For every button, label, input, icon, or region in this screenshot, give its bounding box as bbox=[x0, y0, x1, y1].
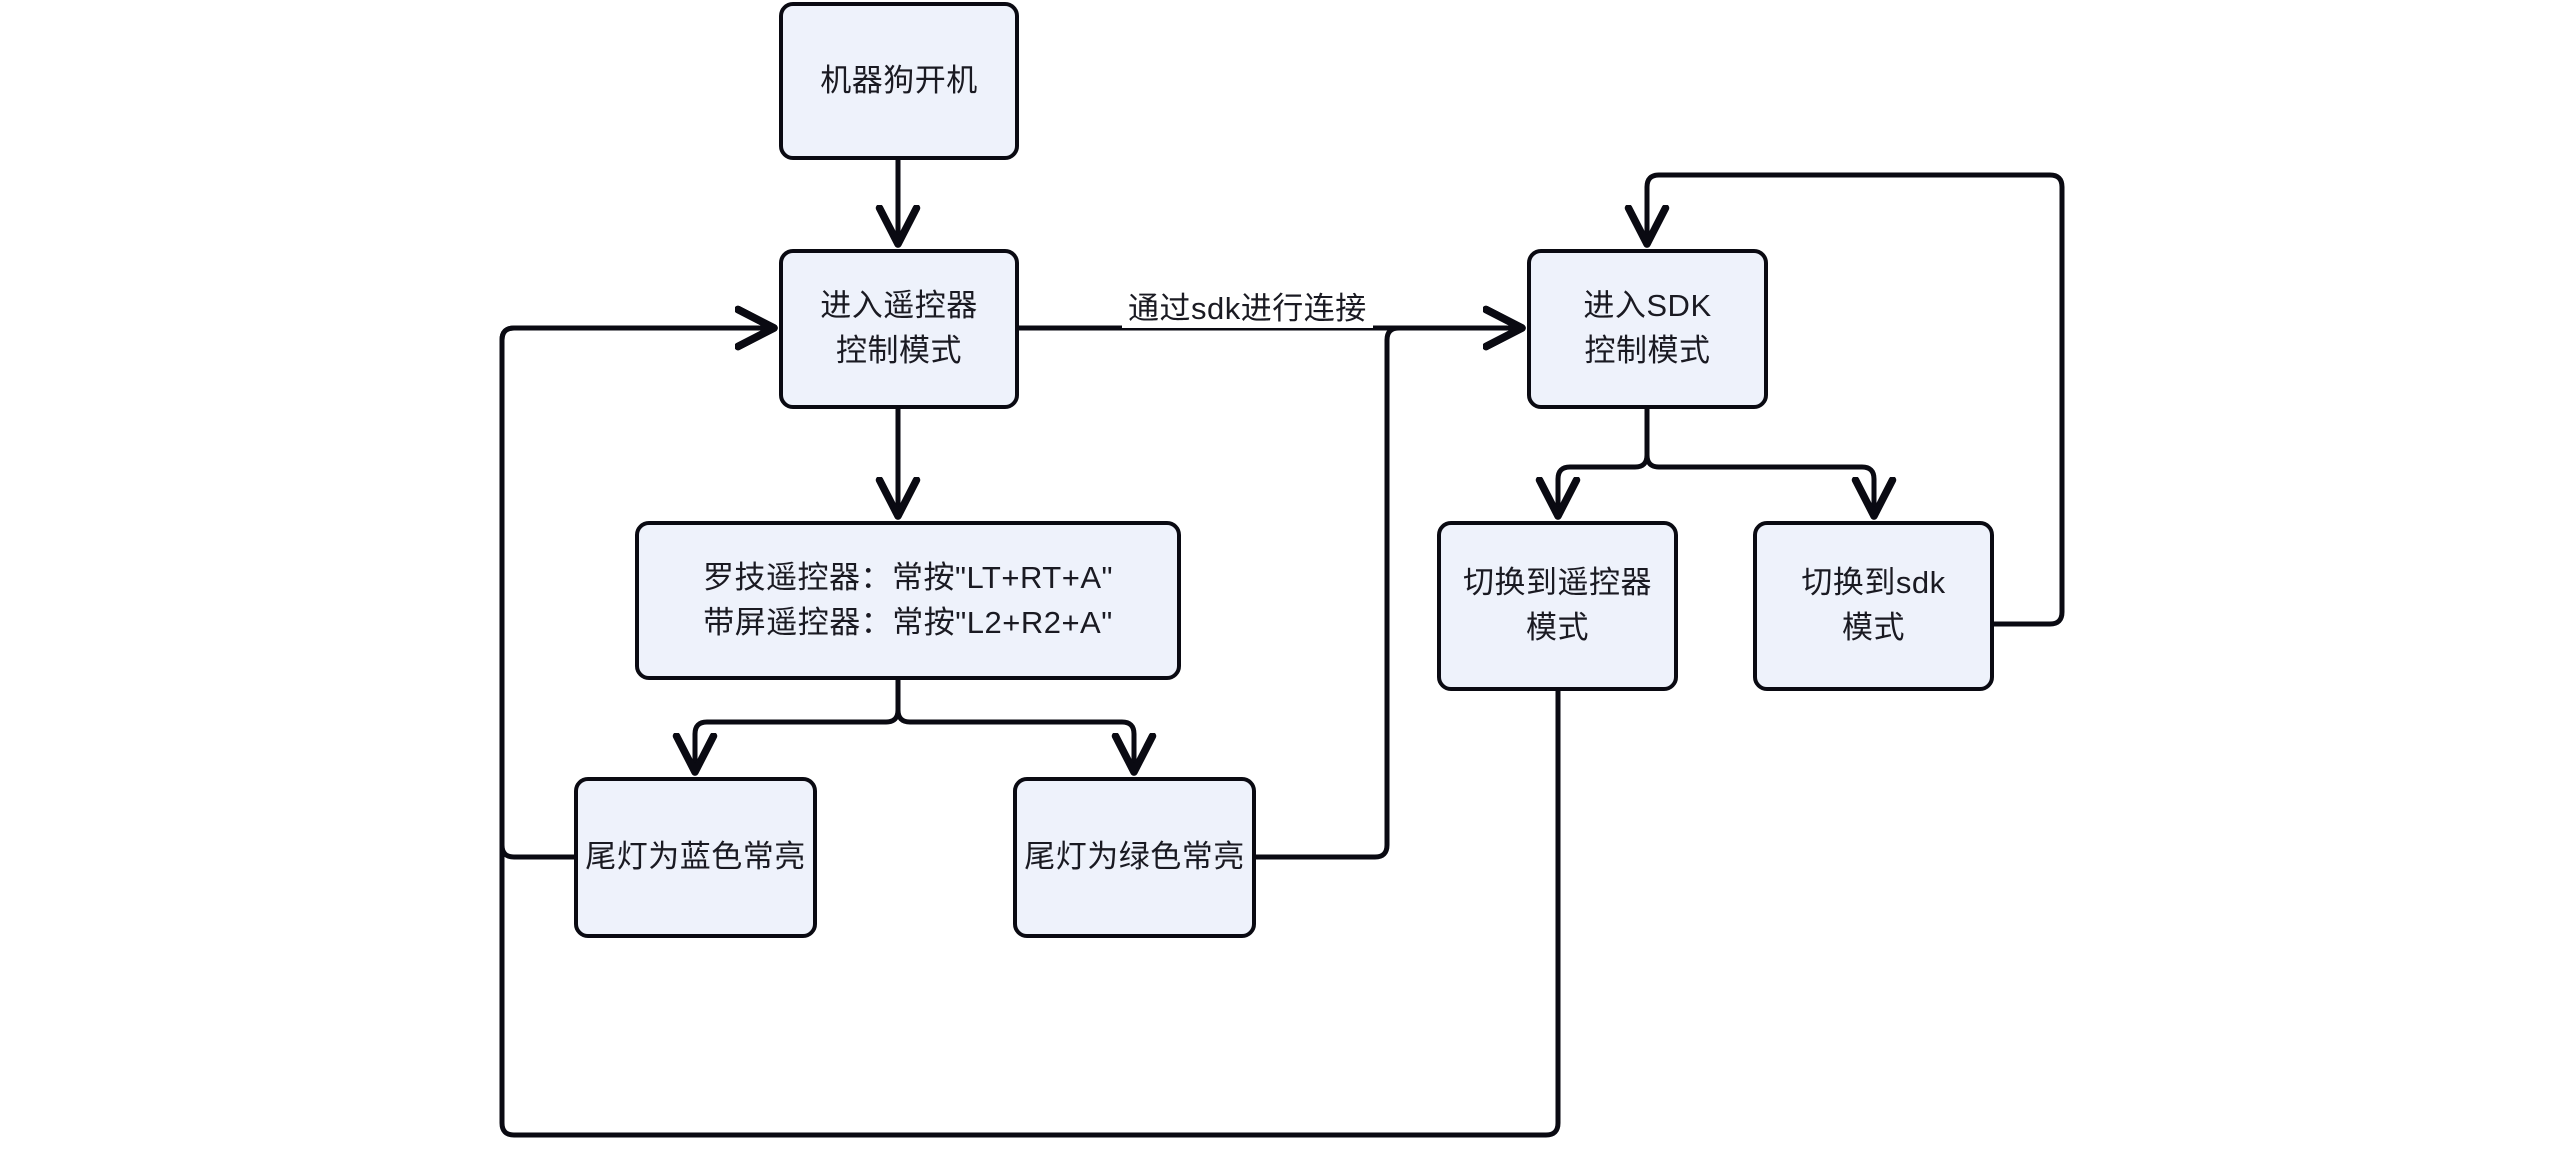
flow-node-switch_remote[interactable]: 切换到遥控器 模式 bbox=[1437, 521, 1678, 691]
edge-switch-sdk-to-sdk-mode bbox=[1647, 172, 2065, 627]
flow-node-boot[interactable]: 机器狗开机 bbox=[779, 2, 1019, 160]
flow-node-blue_light[interactable]: 尾灯为蓝色常亮 bbox=[574, 777, 817, 938]
edge-sdk-mode-to-switch-remote bbox=[1558, 409, 1650, 513]
edge-combo-to-green-light bbox=[895, 680, 1134, 769]
edge-label-sdk_connect: 通过sdk进行连接 bbox=[1122, 283, 1373, 328]
edge-green-light-to-sdk-mode bbox=[1256, 328, 1519, 860]
edge-combo-to-blue-light bbox=[695, 680, 901, 769]
flow-node-green_light[interactable]: 尾灯为绿色常亮 bbox=[1013, 777, 1256, 938]
flow-node-combo[interactable]: 罗技遥控器：常按"LT+RT+A" 带屏遥控器：常按"L2+R2+A" bbox=[635, 521, 1181, 680]
edge-switch-remote-to-remote-mode bbox=[499, 328, 1561, 1138]
flow-node-switch_sdk[interactable]: 切换到sdk 模式 bbox=[1753, 521, 1994, 691]
edge-sdk-mode-to-switch-sdk bbox=[1644, 409, 1874, 513]
flow-node-remote_mode[interactable]: 进入遥控器 控制模式 bbox=[779, 249, 1019, 409]
flow-node-sdk_mode[interactable]: 进入SDK 控制模式 bbox=[1527, 249, 1768, 409]
